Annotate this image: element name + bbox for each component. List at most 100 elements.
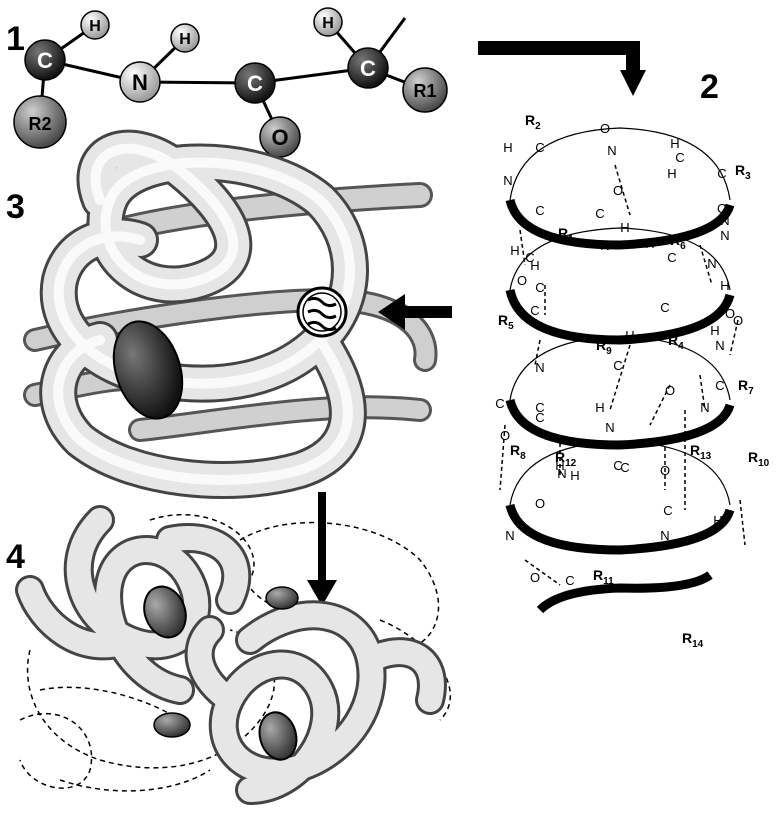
helix-r-label: R5 (498, 312, 514, 332)
helix-atom-label: C (565, 573, 574, 588)
arrow-to-panel-3 (378, 294, 452, 330)
helix-atom-label: H (595, 400, 604, 415)
helix-r-label: R1 (558, 225, 574, 245)
helix-atom-label: C (535, 280, 544, 295)
helix-atom-label: H (670, 136, 679, 151)
carbon-atom-1 (24, 39, 66, 81)
helix-atom-label: N (720, 228, 729, 243)
label-h1: H (89, 18, 101, 35)
helix-atom-label: O (530, 570, 540, 585)
hydrogen-atom-n (170, 23, 200, 53)
helix-atom-label: C (495, 396, 504, 411)
helix-r-label: R3 (735, 162, 751, 182)
label-c2: C (247, 71, 263, 96)
helix-atom-label: C (613, 458, 622, 473)
helix-atom-label: H (645, 236, 654, 251)
helix-atom-label: C (675, 150, 684, 165)
helix-atom-label: H (720, 278, 729, 293)
helix-atom-label: C (667, 250, 676, 265)
helix-atom-label: H (503, 140, 512, 155)
helix-atom-label: H (710, 323, 719, 338)
helix-atom-label: C (660, 300, 669, 315)
label-r1: R1 (413, 81, 436, 101)
label-h2: H (322, 15, 334, 32)
helix-atom-label: C (595, 206, 604, 221)
label-hn: H (179, 31, 191, 48)
helix-r-label: R9 (596, 337, 612, 357)
helix-atom-label: H (620, 220, 629, 235)
helix-atom-label: N (607, 143, 616, 158)
helix-r-label: R10 (748, 449, 770, 469)
helix-atom-label: C (535, 203, 544, 218)
helix-atom-label: N (715, 338, 724, 353)
helix-atom-label: O (517, 273, 527, 288)
helix-atom-label: O (733, 313, 743, 328)
helix-atom-label: O (500, 428, 510, 443)
helix-r-label: R12 (555, 449, 577, 469)
helix-atom-label: O (535, 496, 545, 511)
panel-number-3: 3 (6, 188, 25, 226)
helix-atom-label: H (625, 328, 634, 343)
helix-r-label: R13 (690, 442, 712, 462)
helix-atom-label: N (605, 420, 614, 435)
helix-atom-label: C (613, 358, 622, 373)
panel-1-peptide-backbone: H C R2 N H C O H C R1 (13, 7, 448, 158)
helix-r-label: R6 (670, 232, 686, 252)
helix-r-label: R7 (738, 377, 754, 397)
heme-disc-b (258, 711, 298, 761)
helix-r-label: R8 (510, 442, 526, 462)
r2-atom (13, 95, 67, 149)
helix-r-label: R4 (668, 332, 684, 352)
panel-number-2: 2 (700, 68, 719, 106)
helix-atom-label: O (660, 463, 670, 478)
label-c3: C (360, 56, 376, 81)
helix-r-label: R14 (682, 630, 704, 650)
r1-atom (402, 67, 448, 113)
helix-atom-label: H (713, 513, 722, 528)
arrow-to-panel-4 (307, 492, 337, 606)
label-c1: C (37, 48, 53, 73)
hydrogen-atom-2 (313, 7, 343, 37)
helix-atom-label: C (620, 460, 629, 475)
helix-r-label: R11 (593, 567, 614, 587)
label-r2: R2 (28, 114, 51, 134)
panel-number-4: 4 (6, 538, 25, 576)
helix-atom-label: N (503, 173, 512, 188)
helix-atom-label: H (667, 166, 676, 181)
helix-atom-label: C (535, 410, 544, 425)
carbon-atom-3 (347, 47, 389, 89)
helix-atom-label: H (570, 468, 579, 483)
panel-4-quaternary (15, 505, 452, 805)
panel-number-1: 1 (6, 20, 25, 58)
heme-disc-c (153, 712, 191, 738)
helix-atom-label: H (510, 243, 519, 258)
helix-atom-label: N (535, 360, 544, 375)
helix-atom-label: O (725, 306, 735, 321)
label-n: N (132, 70, 148, 95)
helix-atom-label: C (535, 400, 544, 415)
helix-atom-label: N (505, 528, 514, 543)
helix-atom-label: O (717, 201, 727, 216)
helix-atom-label: H (530, 258, 539, 273)
heme-disc (112, 320, 184, 420)
label-o: O (271, 125, 288, 150)
helix-atom-label: H (555, 458, 564, 473)
helix-atom-label: O (613, 183, 623, 198)
helix-atom-label: C (530, 303, 539, 318)
helix-atom-label: N (600, 238, 609, 253)
nitrogen-atom (119, 61, 161, 103)
hydrogen-atom-1 (80, 10, 110, 40)
helix-atom-label: C (525, 250, 534, 265)
helix-atom-label: C (717, 166, 726, 181)
carbon-atom-2 (234, 62, 276, 104)
helix-atom-label: O (665, 383, 675, 398)
helix-atom-label: N (700, 400, 709, 415)
arrow-to-panel-2 (478, 41, 646, 96)
helix-atom-label: N (660, 528, 669, 543)
helix-atom-label: C (663, 503, 672, 518)
helix-r-label: R2 (525, 112, 541, 132)
helix-atom-label: N (557, 466, 566, 481)
heme-disc-d (265, 586, 299, 610)
